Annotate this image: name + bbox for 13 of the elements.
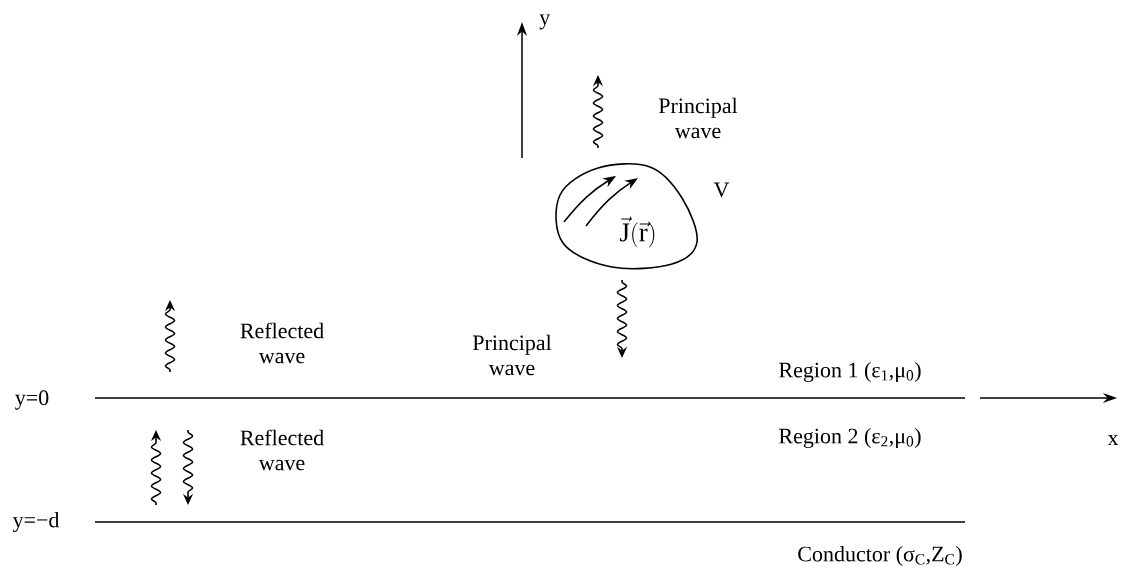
label: Principal wave (658, 97, 738, 139)
label: Reflected wave (240, 429, 324, 471)
label: Reflected wave (240, 322, 324, 364)
label: Conductor (σ$_{C}$,Z$_{C}$) (798, 546, 962, 566)
label: Region 2 (ε$_{2}$,μ$_{0}$) (779, 428, 921, 448)
label: Region 1 (ε$_{1}$,μ$_{0}$) (779, 362, 921, 382)
label: y (539, 14, 551, 30)
label: y=−d (12, 512, 60, 532)
label: x (1107, 434, 1119, 446)
region-label: V (713, 182, 730, 198)
label: y=0 (15, 390, 49, 410)
label: Principal wave (472, 334, 552, 376)
source-region: $\vec{\mathrm{J}}(\vec{\mathrm{r}})$ (555, 163, 698, 270)
